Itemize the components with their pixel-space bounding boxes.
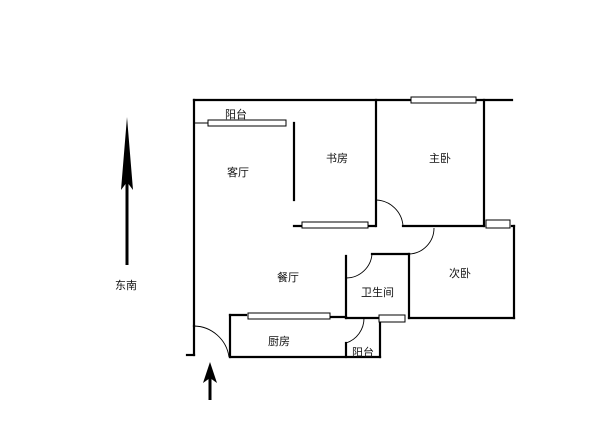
room-balcony-top: 阳台 (225, 107, 247, 121)
window-balcony-top (207, 119, 287, 127)
compass-label: 东南 (115, 279, 137, 292)
room-master-bedroom: 主卧 (429, 152, 451, 165)
window-study (301, 221, 369, 229)
doors (193, 199, 435, 358)
room-bathroom: 卫生间 (361, 285, 394, 299)
room-study: 书房 (326, 152, 348, 165)
windows (194, 96, 511, 323)
door-entrance (193, 325, 230, 358)
door-bathroom (345, 253, 373, 279)
window-kitchen (247, 312, 331, 320)
room-second-bedroom: 次卧 (449, 266, 471, 280)
room-dining-room: 餐厅 (277, 270, 299, 284)
window-second (485, 219, 511, 229)
door-study-master (375, 199, 404, 227)
door-second (408, 227, 435, 255)
compass-arrow-icon (121, 117, 133, 265)
room-kitchen: 厨房 (268, 335, 290, 348)
door-balcony (345, 317, 365, 344)
entrance-arrow-icon (203, 362, 217, 400)
window-master (410, 96, 477, 104)
window-bathroom (378, 314, 406, 323)
room-balcony-bottom: 阳台 (352, 345, 374, 359)
room-living-room: 客厅 (227, 165, 249, 179)
